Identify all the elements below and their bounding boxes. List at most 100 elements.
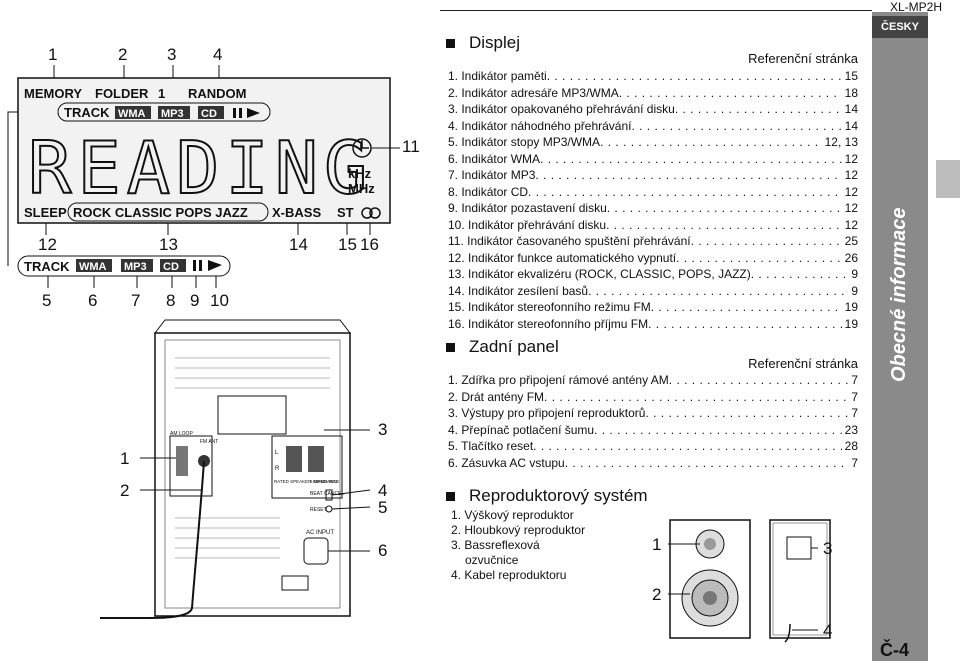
track-indicator: TRACK: [64, 105, 110, 120]
language-tab: ČESKY: [872, 16, 928, 38]
svg-text:4: 4: [823, 621, 832, 640]
track-row-frame: [57, 102, 271, 122]
list-item: 2. Indikátor adresáře MP3/WMA18: [448, 85, 858, 102]
eq-frame: [67, 202, 269, 222]
svg-text:RATED SPEAKER IMPEDANCE: RATED SPEAKER IMPEDANCE: [274, 479, 339, 484]
list-item: 3. Výstupy pro připojení reproduktorů7: [448, 405, 858, 422]
svg-text:L: L: [275, 450, 279, 456]
lcd-callout-12: 12: [38, 235, 57, 254]
khz-label: kHz: [348, 166, 372, 181]
svg-text:2: 2: [120, 481, 129, 500]
st-indicator: ST: [337, 205, 354, 220]
cabinet-top: [153, 319, 352, 334]
list-item: 11. Indikátor časovaného spuštění přehrá…: [448, 233, 858, 250]
cd-badge: [198, 106, 224, 119]
rear-ref-header: Referenční stránka: [748, 356, 858, 371]
list-item: 9. Indikátor pozastavení disku12: [448, 200, 858, 217]
svg-text:4: 4: [378, 481, 387, 500]
lcd-display-diagram: 1 2 3 4 MEMORY FOLDER 1 RANDOM TRACK WMA…: [7, 45, 420, 310]
mp3-badge: [158, 106, 190, 119]
memory-indicator: MEMORY: [24, 86, 82, 101]
list-item: 1. Výškový reproduktor: [451, 508, 574, 522]
chapter-tab: [936, 160, 960, 198]
list-item: 1. Indikátor paměti15: [448, 68, 858, 85]
label-plate: [217, 395, 287, 435]
list-item: 16. Indikátor stereofonního příjmu FM19: [448, 316, 858, 333]
lcd-callout-16: 16: [360, 235, 379, 254]
sleep-indicator: SLEEP: [24, 205, 67, 220]
rear-panel-diagram: AM LOOP FM ANT L R RATED SPEAKER IMPEDAN…: [100, 319, 387, 619]
play-icon: [247, 108, 260, 118]
svg-text:6 OHMS MIN: 6 OHMS MIN: [310, 479, 337, 484]
list-item: 7. Indikátor MP312: [448, 167, 858, 184]
list-item: 3. Bassreflexová: [451, 538, 540, 552]
speaker-terminal-l: [286, 446, 302, 472]
lcd-callout-1: 1: [48, 45, 57, 64]
list-item: 6. Indikátor WMA12: [448, 151, 858, 168]
lcd-callout-8: 8: [166, 291, 175, 310]
list-item: ozvučnice: [465, 553, 519, 567]
sidebar-band: [872, 12, 928, 661]
speaker-terminal-r: [308, 446, 324, 472]
rear-list: 1. Zdířka pro připojení rámové antény AM…: [448, 372, 858, 471]
display-section-title: Displej: [446, 33, 520, 53]
speaker-cable: [784, 623, 791, 643]
svg-text:2: 2: [652, 585, 661, 604]
fm-antenna-wire: [100, 460, 205, 619]
list-item: 13. Indikátor ekvalizéru (ROCK, CLASSIC,…: [448, 266, 858, 283]
list-item: 15. Indikátor stereofonního režimu FM19: [448, 299, 858, 316]
lcd-callout-13: 13: [159, 235, 178, 254]
lcd-panel: [17, 77, 391, 224]
svg-text:1: 1: [652, 535, 661, 554]
detail-cd: CD: [163, 261, 179, 273]
lcd-callout-4: 4: [213, 45, 222, 64]
wma-badge: [115, 106, 151, 119]
lcd-callout-3: 3: [167, 45, 176, 64]
list-item: 2. Hloubkový reproduktor: [451, 523, 586, 537]
rear-section-title: Zadní panel: [446, 337, 559, 357]
display-ref-header: Referenční stránka: [748, 51, 858, 66]
lcd-callout-11: 11: [402, 137, 420, 156]
detail-mp3: MP3: [124, 261, 147, 273]
stereo-icon: [361, 207, 373, 219]
detail-pointer: [7, 111, 18, 266]
page-number: Č-4: [880, 640, 910, 660]
lcd-callout-6: 6: [88, 291, 97, 310]
svg-text:3: 3: [378, 420, 387, 439]
lcd-callout-5: 5: [42, 291, 51, 310]
lcd-callout-14: 14: [289, 235, 308, 254]
svg-text:5: 5: [378, 498, 387, 517]
display-list: 1. Indikátor paměti152. Indikátor adresá…: [448, 68, 858, 332]
folder-indicator: FOLDER: [95, 86, 149, 101]
am-loop-socket: [176, 446, 188, 476]
lcd-callout-7: 7: [131, 291, 140, 310]
list-item: 5. Indikátor stopy MP3/WMA12, 13: [448, 134, 858, 151]
svg-text:RESET: RESET: [310, 507, 327, 513]
speaker-section-title: Reproduktorový systém: [446, 486, 648, 506]
list-item: 4. Kabel reproduktoru: [451, 568, 567, 582]
random-indicator: RANDOM: [188, 86, 247, 101]
svg-text:AM LOOP: AM LOOP: [170, 431, 193, 437]
list-item: 4. Přepínač potlačení šumu23: [448, 422, 858, 439]
wma-label: WMA: [118, 108, 146, 120]
timer-icon: [352, 138, 372, 158]
lcd-callout-2: 2: [118, 45, 127, 64]
top-rule: [440, 10, 872, 11]
list-item: 4. Indikátor náhodného přehrávání14: [448, 118, 858, 135]
list-item: 6. Zásuvka AC vstupu7: [448, 455, 858, 472]
svg-text:1: 1: [120, 449, 129, 468]
list-item: 12. Indikátor funkce automatického vypnu…: [448, 250, 858, 267]
speaker-terminal-block: [271, 435, 343, 499]
speaker-back: [769, 519, 831, 639]
speaker-list: 1. Výškový reproduktor 2. Hloubkový repr…: [451, 508, 651, 583]
list-item: 10. Indikátor přehrávání disku12: [448, 217, 858, 234]
svg-text:3: 3: [823, 539, 832, 558]
list-item: 14. Indikátor zesílení basů9: [448, 283, 858, 300]
pause-bar: [239, 108, 242, 118]
pause-bar: [233, 108, 236, 118]
mp3-label: MP3: [161, 108, 184, 120]
eq-indicator: ROCK CLASSIC POPS JAZZ: [73, 205, 248, 220]
xbass-indicator: X-BASS: [272, 205, 321, 220]
list-item: 8. Indikátor CD12: [448, 184, 858, 201]
model-label: XL-MP2H: [889, 0, 942, 14]
